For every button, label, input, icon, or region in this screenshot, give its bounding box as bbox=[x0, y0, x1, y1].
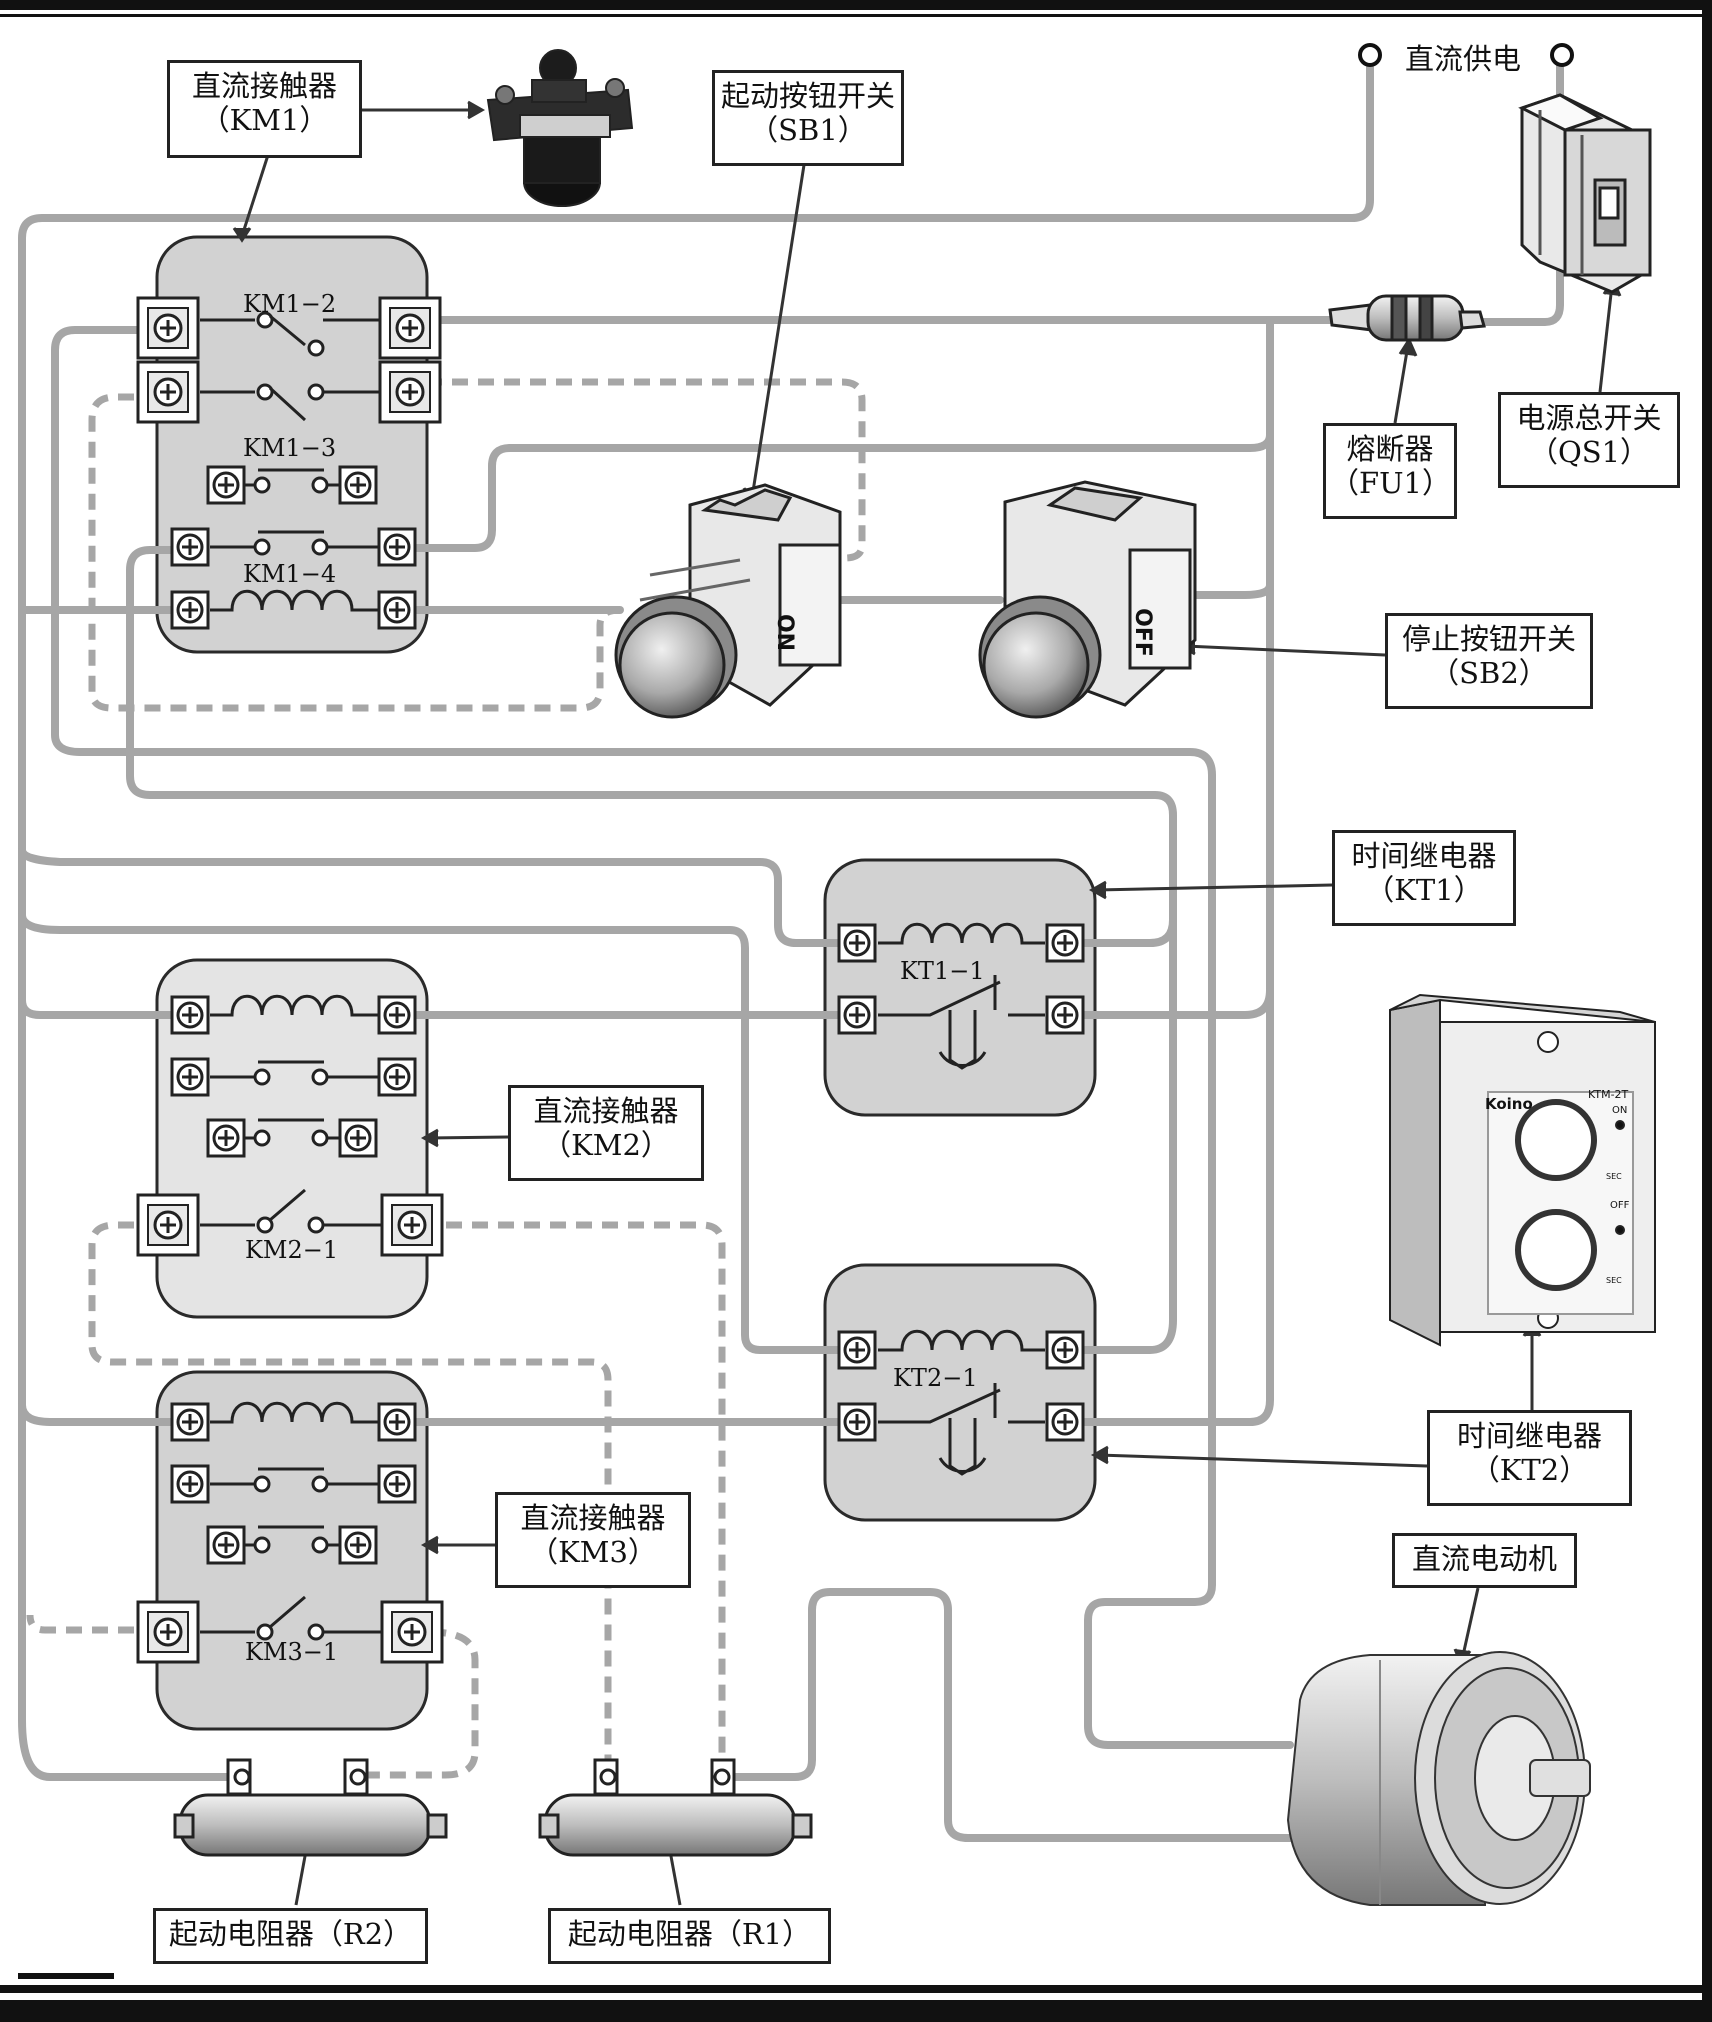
timer-off-label: OFF bbox=[1610, 1200, 1630, 1211]
kt2-label-name: 时间继电器 bbox=[1456, 1419, 1602, 1453]
r1-label: 起动电阻器（R1） bbox=[548, 1908, 831, 1964]
timer-model: KTM-2T bbox=[1588, 1088, 1629, 1101]
km3-label-code: （KM3） bbox=[529, 1535, 657, 1569]
km2-label: 直流接触器 （KM2） bbox=[508, 1085, 704, 1181]
off-mark: OFF bbox=[1129, 608, 1155, 657]
km3-label-name: 直流接触器 bbox=[520, 1501, 666, 1535]
sb2-button-image bbox=[978, 480, 1197, 719]
kt2-label-code: （KT2） bbox=[1470, 1453, 1589, 1487]
sb2-label-code: （SB2） bbox=[1430, 656, 1548, 690]
sb1-button-image bbox=[614, 483, 842, 719]
r2-label: 起动电阻器（R2） bbox=[153, 1908, 428, 1964]
tag-km3-1: KM3−1 bbox=[245, 1638, 339, 1666]
on-mark: ON bbox=[772, 613, 798, 652]
kt1-label-name: 时间继电器 bbox=[1351, 839, 1497, 873]
tag-km1-4: KM1−4 bbox=[243, 560, 337, 588]
motor-image bbox=[1286, 1651, 1591, 1906]
qs1-label-code: （QS1） bbox=[1528, 435, 1650, 469]
timer-sec-label-1: SEC bbox=[1606, 1172, 1622, 1181]
fu1-fuse-image bbox=[1328, 294, 1486, 342]
km3-label: 直流接触器 （KM3） bbox=[495, 1492, 691, 1588]
tag-km1-3: KM1−3 bbox=[243, 434, 337, 462]
dashed-wires bbox=[26, 378, 866, 1779]
supply-label: 直流供电 bbox=[1405, 42, 1522, 76]
timer-on-label: ON bbox=[1612, 1105, 1628, 1116]
km2-contacts bbox=[200, 994, 384, 1234]
kt2-contacts bbox=[878, 1329, 1045, 1476]
supply-terminals bbox=[1358, 43, 1574, 67]
kt1-label: 时间继电器 （KT1） bbox=[1332, 830, 1516, 926]
resistor-tap-points bbox=[233, 1768, 731, 1786]
km2-label-code: （KM2） bbox=[542, 1128, 670, 1162]
qs1-label: 电源总开关 （QS1） bbox=[1498, 392, 1680, 488]
timer-sec-label-2: SEC bbox=[1606, 1276, 1622, 1285]
kt2-panel bbox=[823, 1263, 1097, 1522]
fu1-label-name: 熔断器 bbox=[1346, 432, 1434, 466]
tag-kt2-1: KT2−1 bbox=[893, 1364, 978, 1392]
tag-kt1-1: KT1−1 bbox=[900, 957, 985, 985]
km2-label-name: 直流接触器 bbox=[533, 1094, 679, 1128]
solid-wires bbox=[18, 51, 1564, 1842]
sb1-label-code: （SB1） bbox=[749, 113, 867, 147]
r2-resistor-image bbox=[173, 1758, 448, 1857]
qs1-label-name: 电源总开关 bbox=[1516, 401, 1662, 435]
sb1-label: 起动按钮开关 （SB1） bbox=[712, 70, 904, 166]
km1-label-name: 直流接触器 bbox=[191, 69, 337, 103]
fu1-label-code: （FU1） bbox=[1330, 466, 1452, 500]
kt1-panel bbox=[823, 858, 1097, 1117]
tag-km1-2: KM1−2 bbox=[243, 290, 337, 318]
km1-label: 直流接触器 （KM1） bbox=[167, 60, 362, 158]
sb2-label: 停止按钮开关 （SB2） bbox=[1385, 613, 1593, 709]
fu1-label: 熔断器 （FU1） bbox=[1323, 423, 1457, 519]
kt1-contacts bbox=[878, 922, 1045, 1070]
km3-panel bbox=[155, 1370, 429, 1731]
timer-brand: Koino bbox=[1485, 1095, 1533, 1113]
sb2-label-name: 停止按钮开关 bbox=[1401, 622, 1576, 656]
kt2-label: 时间继电器 （KT2） bbox=[1427, 1410, 1632, 1506]
timer-relay-image bbox=[1389, 993, 1656, 1347]
tag-km2-1: KM2−1 bbox=[245, 1236, 339, 1264]
km1-contactor-image bbox=[486, 49, 634, 207]
kt1-label-code: （KT1） bbox=[1365, 873, 1483, 907]
qs1-breaker-image bbox=[1518, 93, 1652, 294]
motor-label: 直流电动机 bbox=[1392, 1533, 1577, 1588]
km1-label-code: （KM1） bbox=[200, 103, 329, 137]
km1-contacts bbox=[200, 311, 384, 612]
km3-contacts bbox=[200, 1401, 384, 1641]
sb1-label-name: 起动按钮开关 bbox=[720, 79, 895, 113]
